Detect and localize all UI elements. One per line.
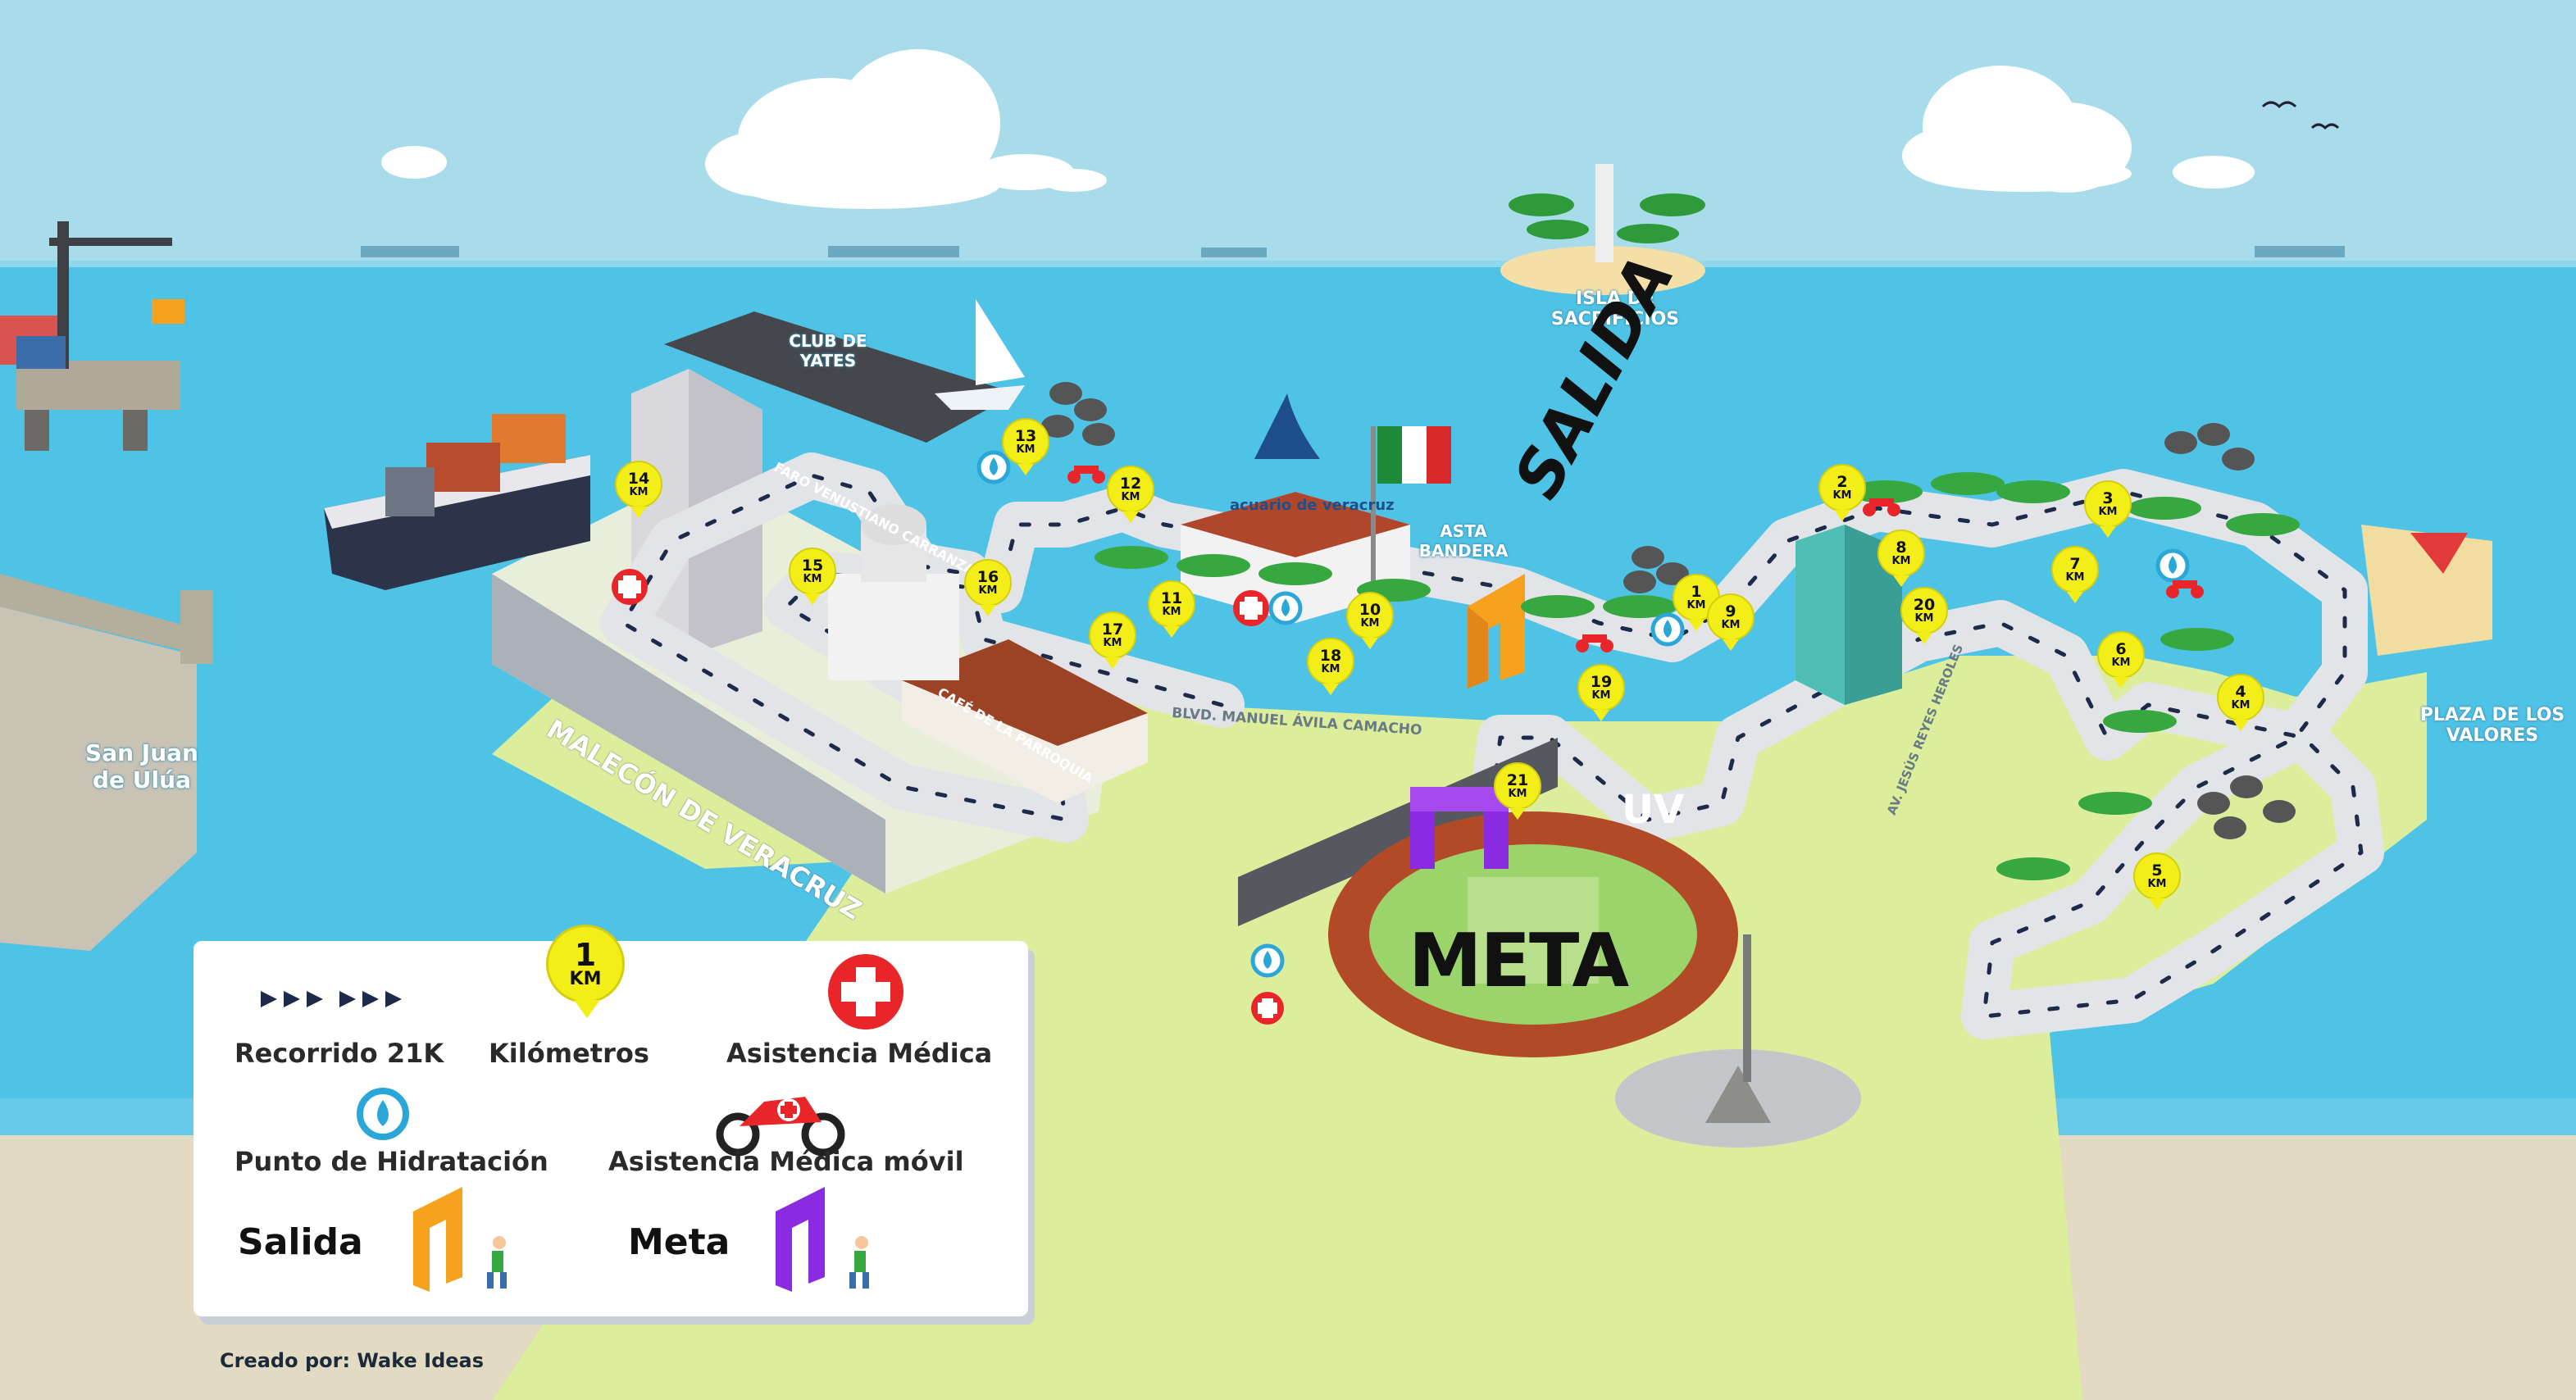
legend-recorrido-label: Recorrido 21K	[234, 1038, 444, 1069]
legend-meta-label: Meta	[628, 1221, 730, 1263]
cloud	[381, 146, 447, 179]
legend-panel: Recorrido 21K 1 KM Kilómetros Asistencia…	[193, 925, 1028, 1316]
cloud	[2173, 156, 2255, 189]
meta-title: META	[1409, 918, 1629, 1004]
cloud	[976, 154, 1107, 192]
motorcycle-icon	[716, 1097, 845, 1157]
route-arrows-icon	[261, 991, 402, 1007]
legend-asistencia-label: Asistencia Médica	[726, 1038, 993, 1069]
salida-arch	[1468, 574, 1525, 689]
medical-icon	[1251, 992, 1284, 1025]
stadium	[1238, 738, 1738, 1057]
salida-arch-icon	[413, 1187, 507, 1292]
legend-hidratacion-label: Punto de Hidratación	[234, 1146, 548, 1177]
cloud	[705, 49, 1000, 209]
legend-km-label: Kilómetros	[489, 1038, 649, 1069]
sailboat	[935, 299, 1025, 410]
san-juan-de-ulua	[0, 574, 213, 951]
acuario-building	[1181, 393, 1410, 623]
water-icon	[1268, 591, 1303, 625]
rocks	[1041, 382, 2296, 839]
medical-icon	[1233, 590, 1269, 626]
cafe-building	[902, 639, 1148, 803]
isla-sacrificios	[1500, 164, 1705, 295]
right-beach	[2361, 525, 2492, 656]
label-isla-sacrificios: Isla de Sacrificios	[1550, 289, 1680, 330]
medical-icon	[612, 569, 648, 605]
label-plaza-valores: Plaza de Los Valores	[2419, 705, 2565, 746]
faro-building	[828, 504, 959, 680]
monument	[1615, 934, 1861, 1148]
water-icon	[976, 450, 1011, 484]
water-icon	[1650, 612, 1685, 647]
water-drop-icon	[357, 1088, 409, 1140]
legend-km-icon: 1 KM	[546, 925, 628, 1018]
legend-movil-label: Asistencia Médica móvil	[608, 1146, 964, 1177]
palm-trees	[1095, 472, 2300, 880]
motorcycle-icon	[1863, 498, 1900, 516]
motorcycle-icon	[2166, 580, 2204, 598]
birds	[2261, 101, 2340, 130]
water-icon	[2155, 548, 2190, 583]
mexico-flag	[1371, 426, 1451, 590]
medical-cross-icon	[828, 954, 903, 1030]
motorcycle-icon	[1576, 634, 1613, 652]
label-san-juan-ulua: San Juan de Ulúa	[85, 739, 198, 793]
meta-arch-icon	[776, 1187, 869, 1292]
motorcycle-icon	[1067, 466, 1105, 484]
credit-text: Creado por: Wake Ideas	[220, 1349, 485, 1372]
label-asta-bandera: Asta Bandera	[1418, 521, 1509, 561]
label-acuario: acuario de veracruz	[1230, 497, 1395, 514]
container-ship	[324, 414, 590, 590]
legend-salida-label: Salida	[238, 1221, 363, 1263]
cloud	[1902, 66, 2132, 193]
label-uv: UV	[1622, 787, 1685, 833]
water-icon	[1250, 943, 1285, 978]
label-club-yates: Club de Yates	[789, 331, 867, 370]
port-crane	[0, 221, 184, 451]
